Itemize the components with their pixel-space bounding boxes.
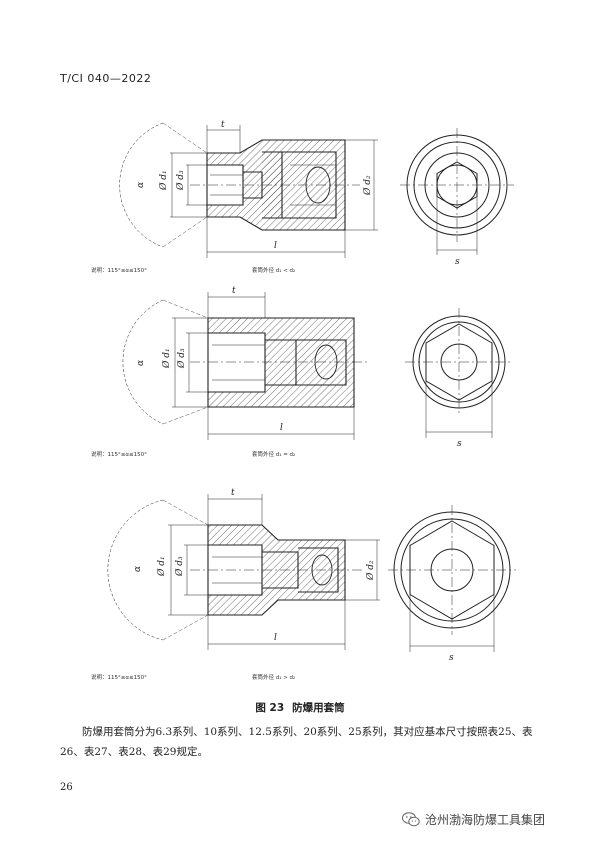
wechat-icon [402, 812, 420, 827]
socket-side-view-1 [119, 122, 378, 258]
figure-note-angle: 说明：115°≤α≤150° [91, 452, 147, 458]
dim-d2-label: Ø d₂ [365, 560, 376, 581]
socket-side-view-3 [107, 494, 380, 650]
dim-alpha-label: α [136, 360, 146, 366]
socket-side-view-2 [122, 292, 370, 440]
dim-d3-label: Ø d₃ [174, 556, 185, 577]
figure-title: 防爆用套筒 [292, 702, 345, 714]
body-paragraph: 防爆用套筒分为6.3系列、10系列、12.5系列、20系列、25系列，其对应基本… [60, 726, 533, 758]
dim-t-label: t [221, 120, 225, 130]
figure-note-diameter: 套筒外径 d₁ = d₂ [252, 452, 296, 458]
dim-d3-label: Ø d₃ [176, 348, 187, 369]
dim-alpha-label: α [136, 182, 146, 188]
dim-d1-label: Ø d₁ [158, 170, 169, 191]
figure-note-angle: 说明：115°≤α≤150° [91, 268, 147, 274]
figure-note-diameter: 套筒外径 d₁ < d₂ [252, 268, 296, 274]
watermark: 沧州渤海防爆工具集团 [402, 811, 545, 828]
dim-s-label: s [449, 653, 454, 663]
dim-d2-label: Ø d₂ [362, 175, 373, 196]
socket-end-view-3 [388, 505, 516, 652]
socket-end-view-2 [405, 308, 513, 438]
dim-l-label: l [280, 423, 283, 433]
page-number: 26 [60, 782, 73, 793]
dim-t-label: t [231, 488, 235, 498]
figure-number: 图 23 [255, 702, 285, 714]
dim-l-label: l [274, 241, 277, 251]
socket-end-view-1 [400, 128, 514, 255]
watermark-text: 沧州渤海防爆工具集团 [425, 813, 546, 827]
figure-note-diameter: 套筒外径 d₁ > d₂ [252, 675, 296, 681]
dim-s-label: s [455, 257, 460, 267]
dim-l-label: l [274, 633, 277, 643]
dim-d3-label: Ø d₃ [175, 170, 186, 191]
standard-code: T/CI 040—2022 [60, 72, 152, 85]
dim-s-label: s [457, 439, 462, 449]
dim-alpha-label: α [133, 566, 143, 572]
dim-d1-label: Ø d₁ [161, 348, 172, 369]
figure-caption: 图 23 防爆用套筒 [0, 700, 600, 715]
figure-note-angle: 说明：115°≤α≤150° [91, 675, 147, 681]
dim-t-label: t [232, 286, 236, 296]
dim-d1-label: Ø d₁ [156, 556, 167, 577]
